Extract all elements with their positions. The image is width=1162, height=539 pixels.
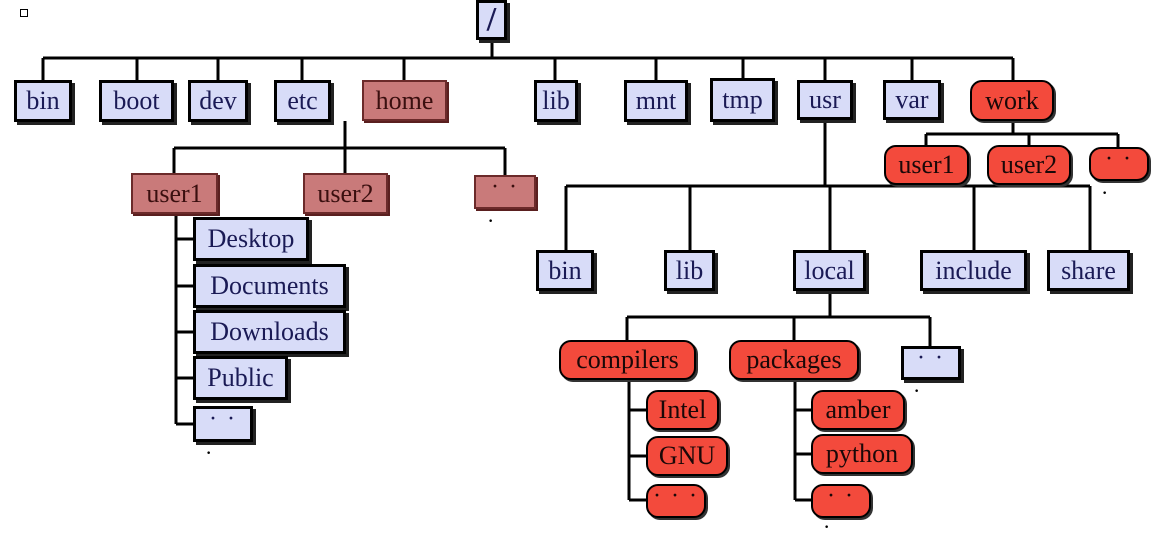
dir-packages-more[interactable]: · · [811, 484, 871, 518]
dir-bin[interactable]: bin [14, 80, 72, 122]
dir-gnu[interactable]: GNU [646, 436, 728, 476]
dir-documents[interactable]: Documents [193, 264, 346, 308]
dir-usr-bin[interactable]: bin [536, 250, 594, 291]
ellipsis-tick: · [487, 208, 495, 233]
ellipsis-tick: · [823, 514, 831, 539]
ellipsis-tick: · [205, 440, 213, 465]
dir-python[interactable]: python [811, 434, 913, 474]
dir-home[interactable]: home [362, 80, 447, 121]
dir-dev[interactable]: dev [188, 80, 248, 122]
dir-compilers-more[interactable]: · · · [646, 484, 706, 518]
dir-lib[interactable]: lib [534, 80, 578, 122]
dir-intel[interactable]: Intel [646, 390, 719, 430]
dir-usr-include[interactable]: include [920, 250, 1027, 291]
dir-var[interactable]: var [883, 80, 941, 120]
dir-etc[interactable]: etc [274, 80, 331, 122]
dir-boot[interactable]: boot [99, 80, 174, 122]
dir-work-more[interactable]: · · [1089, 147, 1149, 181]
dir-usr-share[interactable]: share [1047, 250, 1130, 291]
dir-home-more[interactable]: · · [474, 175, 536, 209]
ellipsis-tick: · [1101, 180, 1109, 205]
dir-work-user1[interactable]: user1 [884, 145, 969, 185]
dir-public[interactable]: Public [193, 356, 288, 400]
root-directory[interactable]: / [476, 0, 507, 40]
ellipsis-tick: · [913, 378, 921, 403]
dir-compilers[interactable]: compilers [559, 340, 696, 380]
dir-downloads[interactable]: Downloads [193, 310, 346, 354]
dir-usr-lib[interactable]: lib [664, 250, 715, 291]
dir-home-user1[interactable]: user1 [131, 173, 218, 214]
dir-tmp[interactable]: tmp [710, 78, 775, 122]
dir-home-user2[interactable]: user2 [303, 173, 388, 214]
dir-desktop[interactable]: Desktop [193, 217, 309, 261]
dir-packages[interactable]: packages [729, 340, 859, 380]
dir-usr-local[interactable]: local [793, 250, 866, 291]
dir-work-user2[interactable]: user2 [987, 145, 1071, 185]
dir-mnt[interactable]: mnt [624, 80, 688, 122]
dir-amber[interactable]: amber [811, 390, 905, 430]
dir-local-more[interactable]: · · [901, 346, 961, 380]
dir-user1-more[interactable]: · · [193, 406, 253, 442]
dir-usr[interactable]: usr [797, 80, 853, 120]
dir-work[interactable]: work [970, 80, 1054, 121]
corner-marker [20, 9, 28, 17]
